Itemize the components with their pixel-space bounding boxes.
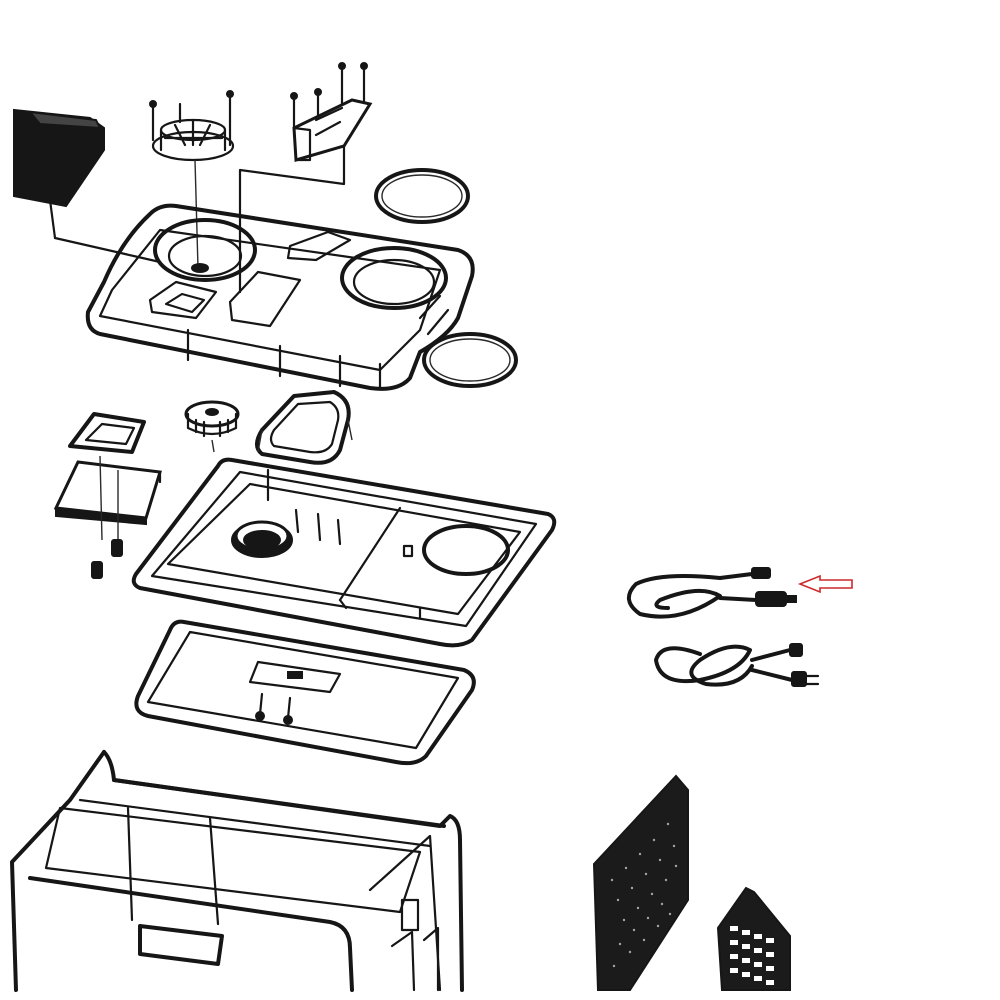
- fan-impeller: [149, 90, 235, 269]
- arrow-left-icon: [797, 574, 853, 594]
- small-fan: [184, 400, 240, 453]
- gasket: [255, 390, 353, 465]
- seal-ring-top: [374, 168, 470, 224]
- control-module: [13, 108, 162, 264]
- vent-cover: [716, 886, 791, 991]
- upper-lid-housing: [85, 203, 475, 391]
- dc-cable: [627, 567, 797, 619]
- vent-grille: [592, 774, 689, 991]
- lid-inner-frame: [131, 457, 557, 648]
- cooler-body: [10, 750, 464, 992]
- lid-inner-panel: [134, 619, 476, 766]
- bracket-with-screws: [238, 62, 373, 294]
- seal-ring-bottom: [422, 332, 518, 388]
- filter-frame: [68, 412, 146, 454]
- ac-cable: [654, 643, 820, 687]
- filter-block: [53, 455, 162, 579]
